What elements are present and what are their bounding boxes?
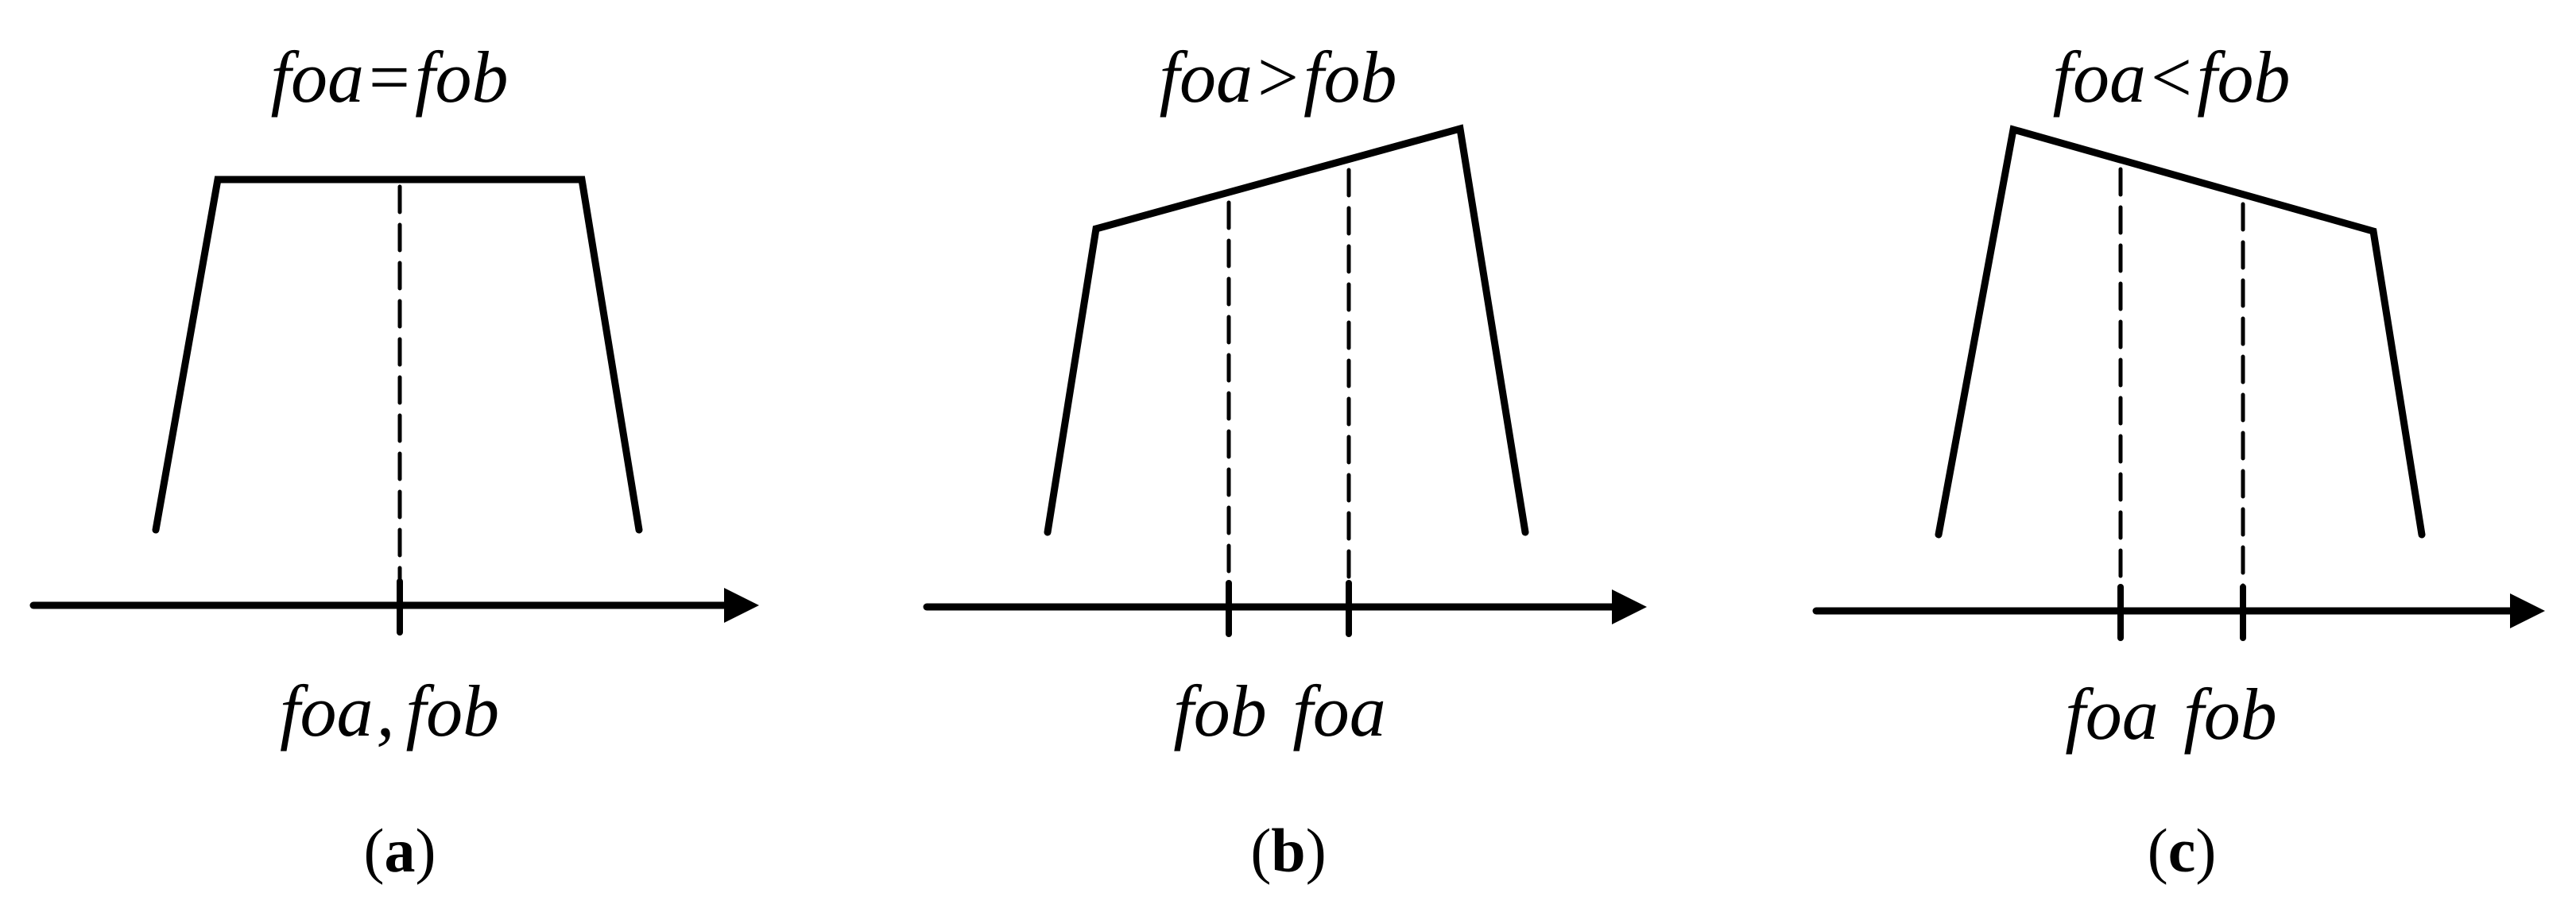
operator-symbol: = [369, 37, 410, 118]
subscript-text: oa [1180, 37, 1253, 118]
caption-close-paren: ) [416, 816, 436, 885]
subscript-text: ob [2204, 674, 2277, 755]
spectrum-outline [1044, 124, 1529, 536]
operator-symbol: < [2151, 37, 2192, 118]
caption-open-paren: ( [1250, 816, 1271, 885]
panel-caption: (a) [364, 816, 436, 885]
caption-letter: b [1271, 816, 1305, 885]
caption-open-paren: ( [364, 816, 385, 885]
subscript-text: oa [291, 37, 364, 118]
subscript-text: ob [1194, 670, 1267, 752]
subscript-text: ob [426, 670, 499, 752]
spectrum-outline [152, 176, 643, 534]
panel-title: foa<fob [2052, 37, 2290, 118]
tick-label: foa [1292, 670, 1386, 752]
axis-arrow-icon [724, 588, 759, 623]
tick-label: fob [1173, 670, 1267, 752]
spectrum-outline [1935, 125, 2426, 539]
subscript-text: ob [2218, 37, 2291, 118]
axis-arrow-icon [2510, 593, 2545, 628]
subscript-text: oa [300, 670, 374, 752]
subscript-text: ob [436, 37, 509, 118]
panel-a: foa=fob foa,fob (a) [29, 37, 759, 885]
caption-letter: c [2168, 816, 2196, 885]
panel-caption: (c) [2148, 816, 2217, 885]
caption-close-paren: ) [2195, 816, 2216, 885]
subscript-text: oa [2073, 37, 2146, 118]
caption-open-paren: ( [2148, 816, 2168, 885]
subscript-text: oa [2086, 674, 2159, 755]
axis-arrow-icon [1612, 589, 1647, 624]
subscript-text: oa [1313, 670, 1386, 752]
panel-title: foa>fob [1159, 37, 1396, 118]
panel-caption: (b) [1250, 816, 1326, 885]
operator-symbol: , [377, 670, 395, 752]
operator-symbol: > [1257, 37, 1299, 118]
tick-label: foa [2065, 674, 2159, 755]
caption-letter: a [385, 816, 416, 885]
caption-close-paren: ) [1306, 816, 1327, 885]
subscript-text: ob [1324, 37, 1397, 118]
tick-label: fob [2183, 674, 2277, 755]
tick-label: foa,fob [280, 670, 499, 752]
panel-title: foa=fob [270, 37, 508, 118]
